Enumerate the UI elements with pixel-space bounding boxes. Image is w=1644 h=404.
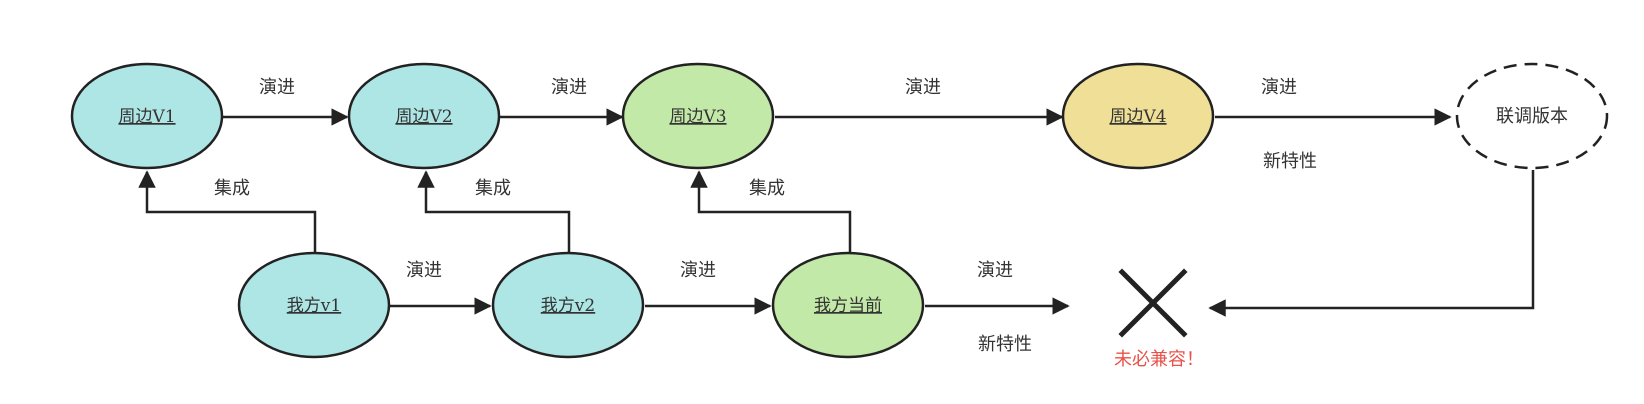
node-peripheral-v1 xyxy=(70,62,224,170)
node-our-v1 xyxy=(237,251,391,359)
node-peripheral-v4 xyxy=(1061,62,1215,170)
node-label-o1: 我方v1 xyxy=(287,296,341,316)
node-label-p2: 周边V2 xyxy=(395,107,452,127)
edge-label-o2-p2: 集成 xyxy=(475,178,511,199)
node-label-oc: 我方当前 xyxy=(814,296,882,316)
edge-label-p1-p2: 演进 xyxy=(259,77,295,98)
node-peripheral-v2 xyxy=(347,62,501,170)
edge-joint-warning xyxy=(1208,170,1535,317)
node-label-o2: 我方v2 xyxy=(541,296,595,316)
cross-icon xyxy=(1118,268,1188,338)
node-peripheral-v3 xyxy=(621,62,775,170)
edge-label-p4-joint: 演进 xyxy=(1261,77,1297,98)
edge-o1-p1 xyxy=(138,170,317,252)
edge-oc-p3 xyxy=(690,170,852,252)
edge-label-p4-feature: 新特性 xyxy=(1263,151,1317,172)
edge-label-o1-p1: 集成 xyxy=(214,178,250,199)
node-label-p1: 周边V1 xyxy=(118,107,175,127)
edge-label-oc-feature: 新特性 xyxy=(978,334,1032,355)
node-label-p4: 周边V4 xyxy=(1109,107,1166,127)
warning-text: 未必兼容！ xyxy=(1114,349,1204,370)
edge-o2-p2 xyxy=(417,170,571,252)
node-our-v2 xyxy=(491,251,645,359)
edge-label-oc-out: 演进 xyxy=(977,260,1013,281)
edge-label-o2-oc: 演进 xyxy=(680,260,716,281)
edge-label-p2-p3: 演进 xyxy=(551,77,587,98)
node-joint-version xyxy=(1455,62,1609,170)
node-label-joint: 联调版本 xyxy=(1496,106,1568,127)
edge-label-p3-p4: 演进 xyxy=(905,77,941,98)
edge-label-o1-o2: 演进 xyxy=(406,260,442,281)
node-our-current xyxy=(771,251,925,359)
edge-label-oc-p3: 集成 xyxy=(749,178,785,199)
node-label-p3: 周边V3 xyxy=(669,107,726,127)
